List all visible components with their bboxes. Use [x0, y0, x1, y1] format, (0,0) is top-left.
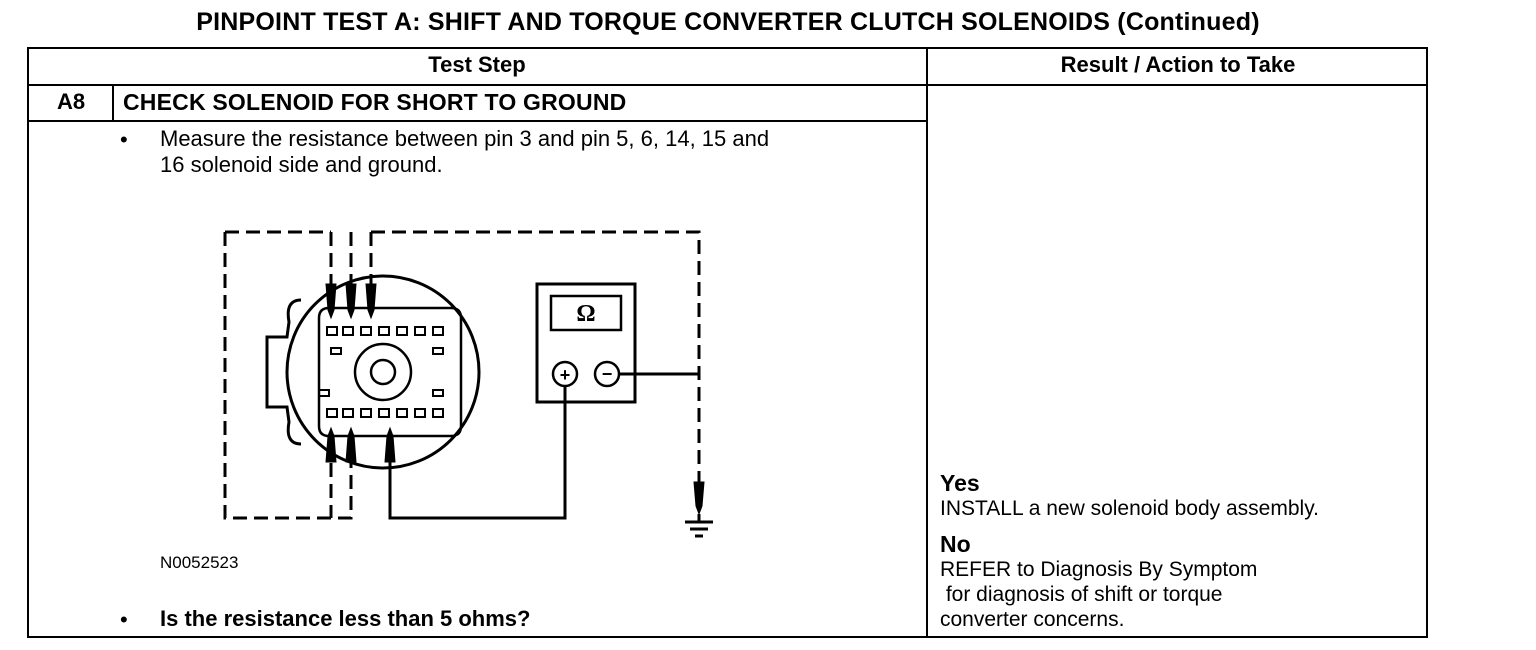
step-id: A8: [56, 89, 86, 114]
plus-terminal-label: +: [560, 365, 571, 385]
result-no-label: No: [940, 531, 971, 557]
header-divider: [27, 84, 1428, 86]
probe-icon: [325, 283, 705, 516]
connector-icon: [265, 274, 481, 470]
header-test-step: Test Step: [428, 52, 526, 77]
page-title: PINPOINT TEST A: SHIFT AND TORQUE CONVER…: [196, 8, 1260, 36]
header-result-action: Result / Action to Take: [1060, 52, 1296, 77]
step-title-divider: [27, 120, 928, 122]
pinpoint-test-table: [27, 47, 1428, 638]
bullet-2: •: [120, 607, 128, 632]
result-yes-label: Yes: [940, 470, 980, 496]
ground-icon: [685, 514, 713, 538]
instruction-line-2: 16 solenoid side and ground.: [160, 152, 443, 177]
solenoid-test-diagram: Ω + −: [223, 230, 713, 538]
instruction-line-1: Measure the resistance between pin 3 and…: [160, 126, 770, 151]
column-divider: [926, 47, 928, 638]
instruction-text: Measure the resistance between pin 3 and…: [160, 126, 900, 178]
no-action-line-2: for diagnosis of shift or torque: [940, 583, 1223, 606]
no-action-line-3: converter concerns.: [940, 608, 1125, 631]
no-action-line-1: REFER to Diagnosis By Symptom: [940, 558, 1258, 581]
result-yes-action: INSTALL a new solenoid body assembly.: [940, 497, 1319, 520]
result-no-action: REFER to Diagnosis By Symptom for diagno…: [940, 557, 1257, 632]
step-title: CHECK SOLENOID FOR SHORT TO GROUND: [123, 89, 627, 115]
minus-terminal-label: −: [602, 364, 613, 384]
test-question: Is the resistance less than 5 ohms?: [160, 606, 531, 631]
figure-id: N0052523: [160, 553, 239, 572]
ohm-symbol: Ω: [576, 301, 595, 327]
bullet-1: •: [120, 127, 128, 152]
multimeter-icon: [535, 282, 637, 404]
step-id-divider: [112, 84, 114, 121]
